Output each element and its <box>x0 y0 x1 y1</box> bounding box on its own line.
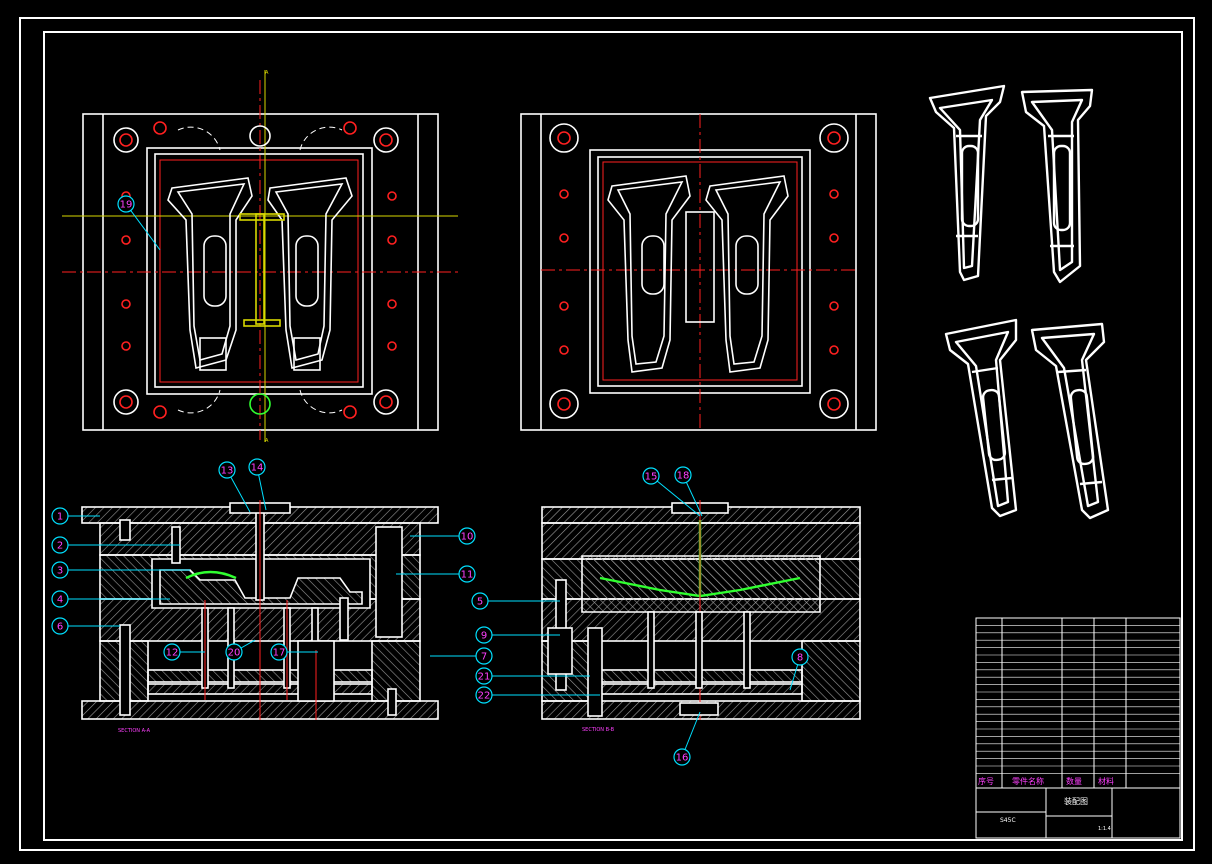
callout-balloon-10 <box>458 527 476 545</box>
section-label-left: SECTION A-A <box>118 728 151 734</box>
callout-balloon-8 <box>791 648 809 666</box>
product-views <box>928 84 1110 520</box>
title-block-scale: 1:1.4 <box>1098 826 1111 832</box>
callout-label-7: 7 <box>481 652 487 663</box>
callout-balloon-7 <box>475 647 493 665</box>
callout-balloon-21 <box>475 667 493 685</box>
callout-balloon-17 <box>270 643 288 661</box>
callout-label-16: 16 <box>676 753 689 764</box>
callout-leader-15 <box>650 475 701 517</box>
callout-label-18: 18 <box>677 471 690 482</box>
callout-label-5: 5 <box>477 597 483 608</box>
plan-view-left <box>62 70 458 442</box>
section-view-right <box>541 500 861 720</box>
callout-balloon-12 <box>163 643 181 661</box>
axis-mark-bottom-left: A <box>265 438 269 444</box>
callout-label-12: 12 <box>166 648 179 659</box>
callout-balloon-1 <box>51 507 69 525</box>
section-label-right: SECTION B-B <box>582 727 615 733</box>
bom-footer-material: 材料 <box>1098 776 1114 786</box>
callout-label-21: 21 <box>478 672 491 683</box>
callout-label-1: 1 <box>57 512 63 523</box>
callout-balloon-2 <box>51 536 69 554</box>
callout-balloon-20 <box>225 643 243 661</box>
callout-label-15: 15 <box>645 472 658 483</box>
bom-footer-no: 序号 <box>978 776 994 786</box>
callout-balloon-6 <box>51 617 69 635</box>
callout-label-19: 19 <box>120 200 133 211</box>
callout-balloon-16 <box>673 748 691 766</box>
callout-label-4: 4 <box>57 595 63 606</box>
callout-label-14: 14 <box>251 463 264 474</box>
bom-footer-part: 零件名称 <box>1012 776 1044 786</box>
callout-balloon-15 <box>642 467 660 485</box>
callout-label-6: 6 <box>57 622 63 633</box>
callout-balloon-4 <box>51 590 69 608</box>
callout-label-3: 3 <box>57 566 63 577</box>
bom-footer-qty: 数量 <box>1066 776 1082 786</box>
callout-label-11: 11 <box>461 570 474 581</box>
callout-balloon-14 <box>248 458 266 476</box>
section-view-left <box>81 500 439 720</box>
callout-balloon-22 <box>475 686 493 704</box>
plan-view-right <box>520 113 877 431</box>
callout-balloon-11 <box>458 565 476 583</box>
callout-balloon-13 <box>218 461 236 479</box>
bill-of-materials <box>975 617 1181 839</box>
callout-balloon-3 <box>51 561 69 579</box>
callout-label-22: 22 <box>478 691 491 702</box>
callout-balloon-18 <box>674 466 692 484</box>
callout-balloon-19 <box>117 195 135 213</box>
callout-label-17: 17 <box>273 648 286 659</box>
callout-label-2: 2 <box>57 541 63 552</box>
callout-balloon-9 <box>475 626 493 644</box>
axis-mark-top-left: A <box>265 70 269 76</box>
title-block-material: S45C <box>1000 817 1016 824</box>
callout-label-13: 13 <box>221 466 234 477</box>
drawing-border <box>19 17 1195 851</box>
bom-footer: 序号 零件名称 数量 材料 <box>978 776 1114 786</box>
callout-balloon-5 <box>471 592 489 610</box>
callout-label-8: 8 <box>797 653 803 664</box>
callout-leader-19 <box>125 203 161 251</box>
title-block-name: 装配图 <box>1064 796 1088 806</box>
callout-label-20: 20 <box>228 648 241 659</box>
callout-label-9: 9 <box>481 631 487 642</box>
callout-label-10: 10 <box>461 532 474 543</box>
